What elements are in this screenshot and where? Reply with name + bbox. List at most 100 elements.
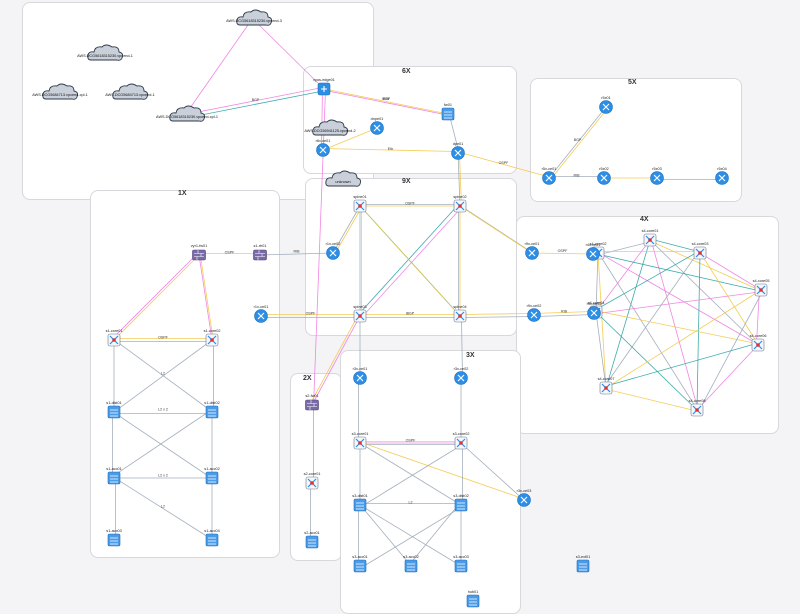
node-s1b[interactable]: s1-core02 bbox=[204, 329, 221, 347]
cloud-c_main[interactable]: AWS.DCG5618315230.vpcend-cpl-1 bbox=[156, 105, 218, 122]
node-r6b[interactable]: dnpe01 bbox=[370, 117, 384, 135]
link-n3f-n3i[interactable] bbox=[361, 506, 413, 568]
cloud-c_mid[interactable]: AWS.DCG5618315230.vpcend-1 bbox=[77, 44, 133, 61]
link-n4g-n4h[interactable] bbox=[607, 389, 699, 412]
link-n4a-n4e[interactable] bbox=[651, 241, 763, 292]
node-n2b[interactable]: s2-core01 bbox=[304, 472, 321, 490]
link-n9c-n2a[interactable] bbox=[310, 314, 359, 404]
node-r1sw[interactable]: s1-rtr01 bbox=[253, 244, 267, 261]
link-n4c-n4e[interactable] bbox=[699, 252, 762, 291]
link-s1a-s1d[interactable] bbox=[112, 338, 211, 411]
node-r4b[interactable]: r4x-ce02 bbox=[587, 302, 602, 320]
link-c_top-c_main[interactable] bbox=[185, 18, 253, 115]
link-r1ce2-n9a[interactable] bbox=[332, 205, 361, 254]
link-n9d-n3b[interactable] bbox=[461, 317, 463, 380]
node-n9c[interactable]: spine03 bbox=[353, 305, 367, 323]
link-n4a-n4c[interactable] bbox=[648, 238, 699, 252]
node-n3k[interactable]: s3-ext01 bbox=[576, 555, 591, 573]
link-r1top-s1b[interactable] bbox=[200, 256, 214, 342]
node-r1r[interactable]: r1x-ce01 bbox=[254, 305, 269, 323]
node-n9d[interactable]: spine04 bbox=[453, 305, 467, 323]
link-n4d-n4g[interactable] bbox=[595, 311, 607, 389]
node-n3c[interactable]: s3-core01 bbox=[352, 432, 369, 450]
node-n3a[interactable]: r3x-ce01 bbox=[353, 367, 368, 385]
link-s1d-s1e[interactable] bbox=[112, 410, 211, 477]
node-n4c[interactable]: s4-core03 bbox=[692, 242, 709, 260]
link-n4c-n4g[interactable] bbox=[604, 251, 699, 387]
zone-6x[interactable] bbox=[303, 66, 517, 174]
link-r6d-n9b[interactable] bbox=[459, 154, 462, 208]
node-vyos[interactable]: vyos-edge01 bbox=[313, 78, 335, 96]
link-n9d-n9f[interactable] bbox=[458, 313, 533, 315]
node-n4h[interactable]: s4-core08 bbox=[689, 399, 706, 417]
link-n4b-n4g[interactable] bbox=[597, 252, 607, 389]
cloud-c_top[interactable]: AWS.DCG5618315230.vpcend-3 bbox=[226, 9, 282, 26]
link-n9f-r4b[interactable] bbox=[535, 314, 596, 317]
link-n4d-n4e[interactable] bbox=[597, 291, 763, 314]
link-n9b-n9c[interactable] bbox=[361, 207, 462, 318]
node-n9f[interactable]: r9x-ce02 bbox=[527, 304, 542, 322]
node-n3g[interactable]: s3-dist02 bbox=[453, 494, 469, 512]
link-c_main-vyos[interactable] bbox=[188, 90, 326, 118]
node-r5d[interactable]: r5x03 bbox=[650, 167, 664, 185]
node-r6a[interactable]: r6x-ce01 bbox=[316, 139, 331, 157]
link-n4b-n4f[interactable] bbox=[596, 251, 757, 344]
node-n2a[interactable]: s2-fw01 bbox=[305, 394, 319, 411]
link-vyos-r6c[interactable] bbox=[323, 88, 449, 115]
link-n4e-n4h[interactable] bbox=[698, 291, 763, 412]
link-n4c-n4d[interactable] bbox=[594, 251, 699, 311]
node-n4a[interactable]: s4-core01 bbox=[642, 229, 659, 247]
link-r1sw-r1ce2[interactable] bbox=[259, 252, 334, 256]
node-n9b[interactable]: spine02 bbox=[453, 195, 467, 213]
link-n4e-n4g[interactable] bbox=[605, 289, 762, 389]
cloud-c_unk[interactable]: unknown bbox=[325, 170, 362, 187]
node-n3h[interactable]: s3-acc01 bbox=[352, 555, 368, 573]
node-n9e[interactable]: r9x-ce01 bbox=[525, 242, 540, 260]
node-hub[interactable]: hub01 bbox=[466, 590, 480, 608]
node-r1ce2[interactable]: r1x-ce02 bbox=[326, 242, 341, 260]
link-n3d-n3f[interactable] bbox=[361, 444, 463, 507]
link-n3c-n3e[interactable] bbox=[358, 441, 523, 499]
node-n3i[interactable]: s3-acc02 bbox=[403, 555, 419, 573]
link-n4a-n4f[interactable] bbox=[648, 238, 757, 344]
link-s1b-s1c[interactable] bbox=[113, 339, 213, 413]
link-n3d-n3e[interactable] bbox=[462, 444, 526, 502]
node-n3j[interactable]: s3-acc03 bbox=[453, 555, 469, 573]
link-n9b-n9e[interactable] bbox=[458, 204, 531, 252]
node-n3f[interactable]: s3-dist01 bbox=[352, 494, 368, 512]
node-n3b[interactable]: r3x-ce02 bbox=[454, 367, 469, 385]
link-n9a-n9d[interactable] bbox=[359, 205, 461, 317]
link-n3g-n3h[interactable] bbox=[361, 506, 463, 568]
link-r6d-r5b[interactable] bbox=[456, 151, 548, 177]
link-n4d-n4f[interactable] bbox=[594, 310, 757, 344]
cloud-c_6x[interactable]: AWS.DCG56941125.vpcend-2 bbox=[304, 119, 356, 136]
link-s1c-s1f[interactable] bbox=[115, 413, 214, 480]
link-n4c-n4f[interactable] bbox=[701, 254, 760, 347]
node-n9a[interactable]: spine01 bbox=[353, 195, 367, 213]
cloud-c_left2[interactable]: AWS.DCG5684713.vpcend-1 bbox=[105, 83, 155, 100]
node-r6d[interactable]: dpe01 bbox=[451, 142, 465, 160]
link-vyos-r6c[interactable] bbox=[325, 90, 450, 116]
link-r1top-s1b[interactable] bbox=[198, 254, 213, 341]
node-n4f[interactable]: s4-core06 bbox=[750, 334, 767, 352]
node-s1c[interactable]: s1-dist01 bbox=[106, 401, 122, 419]
link-r5b-r5a[interactable] bbox=[550, 108, 608, 180]
link-n9e-r4a[interactable] bbox=[531, 252, 594, 255]
node-s1d[interactable]: s1-dist02 bbox=[204, 401, 220, 419]
link-vyos-r6a[interactable] bbox=[321, 87, 323, 149]
link-n4d-n4h[interactable] bbox=[597, 313, 699, 412]
link-n4b-n4e[interactable] bbox=[599, 254, 763, 292]
node-n3e[interactable]: r3x-ce03 bbox=[517, 489, 532, 507]
node-s1e[interactable]: s1-acc01 bbox=[106, 467, 122, 485]
link-r5b-r5a[interactable] bbox=[548, 106, 607, 179]
node-s1f[interactable]: s1-acc02 bbox=[204, 467, 220, 485]
link-n4f-n4g[interactable] bbox=[604, 343, 757, 387]
cloud-c_left[interactable]: AWS.DCG5684713.vpcend-cpl-1 bbox=[32, 83, 88, 100]
link-vyos-n2a[interactable] bbox=[313, 90, 326, 407]
link-n4a-n4d[interactable] bbox=[595, 239, 651, 313]
node-r1top[interactable]: vyr1-fw01 bbox=[191, 244, 207, 261]
link-c_top-vyos[interactable] bbox=[253, 19, 325, 90]
zone-1x[interactable] bbox=[90, 190, 280, 558]
